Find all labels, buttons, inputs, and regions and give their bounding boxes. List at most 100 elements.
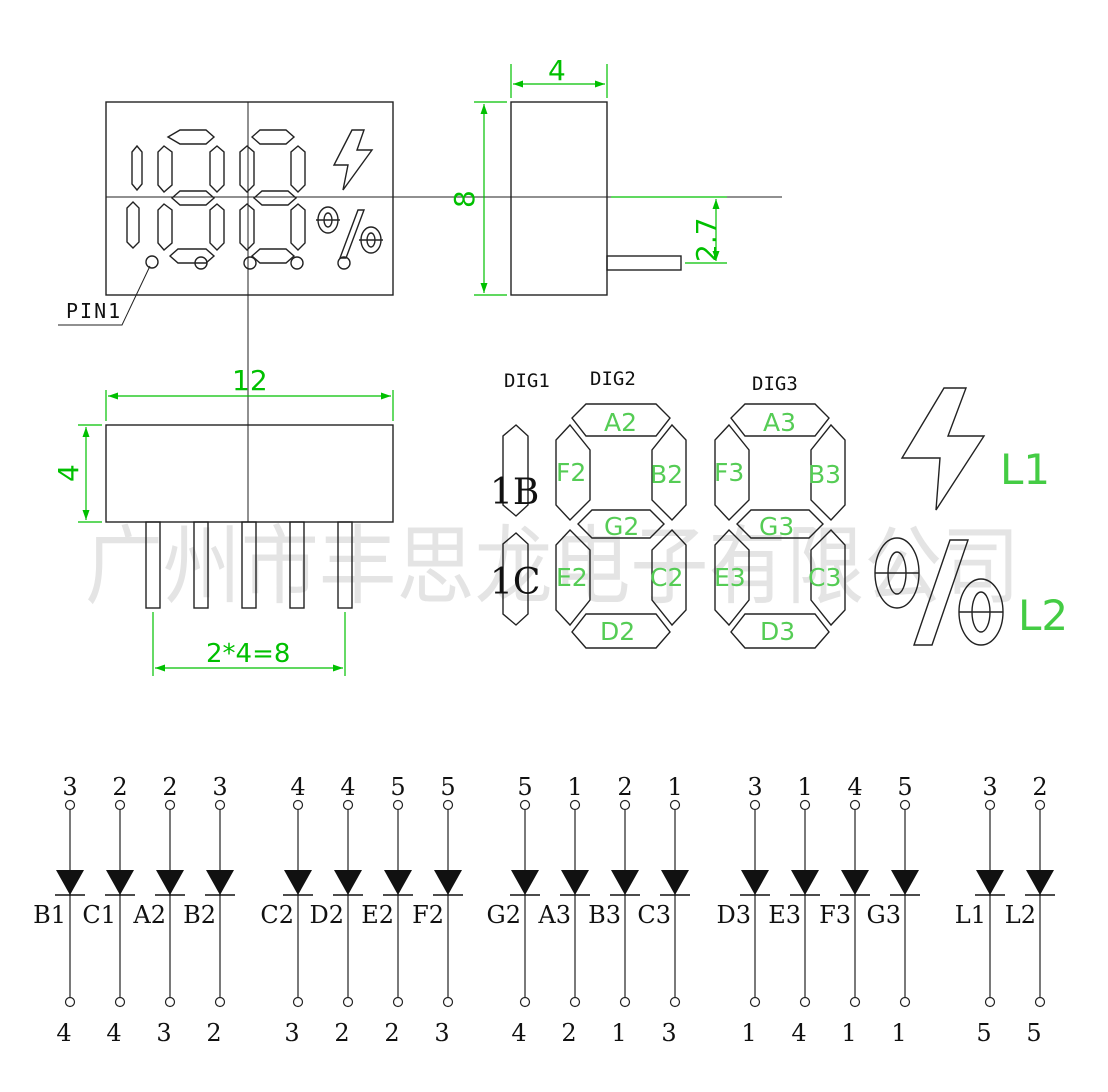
- segment-d3: [730, 613, 830, 649]
- anode-terminal: [669, 799, 681, 811]
- cathode-pin-number: 1: [741, 1019, 756, 1047]
- top-digit1-lower-bar: [126, 201, 140, 249]
- segment-label: C2: [260, 901, 294, 929]
- anode-pin-number: 1: [567, 773, 582, 801]
- anode-terminal: [392, 799, 404, 811]
- dig3-label: DIG3: [752, 373, 798, 395]
- cathode-pin-number: 2: [561, 1019, 576, 1047]
- top-view: [58, 101, 782, 522]
- anode-terminal: [342, 799, 354, 811]
- diode-symbol: [841, 870, 869, 895]
- segment-label: B2: [183, 901, 216, 929]
- segment-label: G2: [487, 901, 521, 929]
- segment-c2-label: C2: [650, 563, 683, 592]
- anode-terminal: [849, 799, 861, 811]
- cathode-pin-number: 3: [434, 1019, 449, 1047]
- anode-pin-number: 3: [62, 773, 77, 801]
- anode-terminal: [214, 799, 226, 811]
- watermark: 广州市丰思龙电子有限公司: [85, 517, 1020, 617]
- segment-g2: [577, 509, 665, 539]
- segment-b2: [651, 423, 687, 522]
- dig2-label: DIG2: [590, 368, 636, 390]
- anode-terminal: [519, 799, 531, 811]
- cathode-terminal: [984, 996, 996, 1008]
- diode-symbol: [1026, 870, 1054, 895]
- segment-e3: [714, 528, 750, 627]
- cathode-terminal: [164, 996, 176, 1008]
- front-pin-1: [145, 521, 161, 609]
- segment-f2-label: F2: [556, 458, 586, 487]
- top-digit3: [239, 129, 306, 264]
- anode-pin-number: 1: [667, 773, 682, 801]
- diode-c2: 4C2 3: [260, 773, 313, 1047]
- top-view-body: [105, 101, 394, 296]
- anode-pin-number: 4: [290, 773, 305, 801]
- lightning-segment-icon: [900, 387, 986, 511]
- anode-terminal: [292, 799, 304, 811]
- segment-map-digit2: [555, 403, 687, 649]
- segment-label: C1: [82, 901, 116, 929]
- cathode-pin-number: 3: [661, 1019, 676, 1047]
- top-digit2: [157, 129, 225, 264]
- front-view-body: [105, 424, 394, 523]
- segment-e3-label: E3: [714, 563, 746, 592]
- diode-symbol: [434, 870, 462, 895]
- segment-label: D3: [716, 901, 751, 929]
- l2-label: L2: [1018, 591, 1068, 640]
- front-pin-3: [241, 521, 257, 609]
- front-pin-2: [193, 521, 209, 609]
- cathode-terminal: [1034, 996, 1046, 1008]
- cathode-pin-number: 4: [791, 1019, 806, 1047]
- cathode-pin-number: 4: [56, 1019, 71, 1047]
- top-lightning-icon: [332, 129, 374, 191]
- cathode-pin-number: 1: [891, 1019, 906, 1047]
- cathode-pin-number: 5: [976, 1019, 991, 1047]
- anode-pin-number: 5: [440, 773, 455, 801]
- anode-terminal: [569, 799, 581, 811]
- segment-b2-label: B2: [650, 460, 683, 489]
- top-dot: [337, 256, 351, 270]
- cathode-terminal: [214, 996, 226, 1008]
- segment-d3-label: D3: [760, 617, 795, 646]
- diode-symbol: [611, 870, 639, 895]
- segment-label: A2: [132, 901, 166, 929]
- segment-map-digit3: [714, 403, 846, 649]
- front-pin-5: [337, 521, 353, 609]
- cathode-terminal: [442, 996, 454, 1008]
- diode-symbol: [791, 870, 819, 895]
- anode-pin-number: 5: [517, 773, 532, 801]
- segment-e2: [555, 528, 591, 627]
- segment-label: E2: [361, 901, 394, 929]
- segment-1c: [502, 532, 529, 626]
- anode-pin-number: 2: [162, 773, 177, 801]
- cathode-pin-number: 4: [106, 1019, 121, 1047]
- anode-terminal: [114, 799, 126, 811]
- segment-a2: [571, 403, 671, 437]
- diode-symbol: [334, 870, 362, 895]
- front-view: [105, 424, 394, 609]
- diode-symbol: [561, 870, 589, 895]
- anode-pin-number: 4: [847, 773, 862, 801]
- diode-symbol: [891, 870, 919, 895]
- side-width-label: 4: [548, 54, 566, 87]
- cathode-terminal: [292, 996, 304, 1008]
- pin1-label: PIN1: [66, 299, 122, 323]
- anode-pin-number: 5: [390, 773, 405, 801]
- percent-segment-icon: [874, 537, 1004, 646]
- cathode-terminal: [899, 996, 911, 1008]
- segment-label: G3: [867, 901, 901, 929]
- pin-schematic: 3B142C142A233B224C234D225E225F235G241A32…: [33, 773, 1055, 1047]
- diode-symbol: [661, 870, 689, 895]
- cathode-pin-number: 3: [284, 1019, 299, 1047]
- anode-pin-number: 2: [1032, 773, 1047, 801]
- segment-1b-label: 1B: [490, 472, 539, 513]
